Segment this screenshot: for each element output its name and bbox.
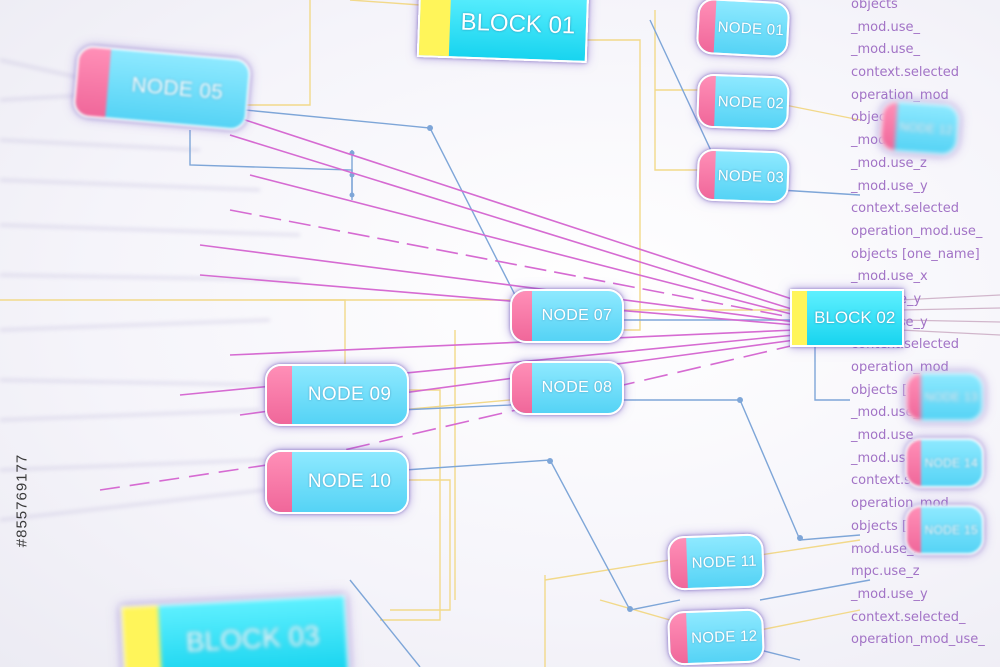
- node-14[interactable]: NODE 14: [905, 438, 984, 488]
- node-02[interactable]: NODE 02: [696, 73, 790, 131]
- block-01-label: BLOCK 01: [460, 8, 576, 40]
- code-line: objects: [851, 0, 898, 12]
- block-02[interactable]: BLOCK 02: [790, 289, 904, 347]
- node-03-label: NODE 03: [717, 166, 785, 186]
- node-03[interactable]: NODE 03: [696, 148, 790, 204]
- node-12[interactable]: NODE 12: [667, 608, 765, 666]
- code-line: operation_mod: [851, 87, 949, 103]
- code-line: _mod.use_y: [851, 586, 928, 602]
- block-01-tab: [418, 0, 452, 57]
- block-03-tab: [122, 606, 162, 667]
- node-15[interactable]: NODE 15: [905, 505, 984, 555]
- node-11-tab: [669, 538, 688, 589]
- block-01[interactable]: BLOCK 01: [416, 0, 590, 63]
- node-09[interactable]: NODE 09: [265, 364, 409, 426]
- code-line: _mod.use_x: [851, 269, 928, 285]
- node-15-label: NODE 15: [924, 523, 978, 537]
- code-line: mpc.use_z: [851, 564, 920, 580]
- node-13[interactable]: NODE 13: [905, 372, 984, 422]
- node-07[interactable]: NODE 07: [510, 289, 624, 343]
- node-09-label: NODE 09: [307, 384, 392, 405]
- node-10-label: NODE 10: [307, 471, 392, 492]
- node-10-tab: [267, 452, 293, 512]
- node-01-label: NODE 01: [717, 18, 785, 39]
- code-line: _mod.use_: [851, 42, 921, 58]
- code-line: operation_mod: [851, 360, 949, 375]
- node-05-label: NODE 05: [130, 73, 225, 105]
- node-13-label: NODE 13: [924, 390, 978, 404]
- block-03[interactable]: BLOCK 03: [120, 594, 350, 667]
- code-line: _mod.use_: [851, 450, 921, 466]
- code-line: operation_mod_use_: [851, 632, 985, 648]
- block-03-label: BLOCK 03: [185, 619, 321, 658]
- node-08[interactable]: NODE 08: [510, 361, 624, 415]
- code-line: _mod.use_: [851, 428, 921, 444]
- code-line: _mod.use_: [851, 19, 921, 35]
- node-10[interactable]: NODE 10: [265, 450, 409, 514]
- node-12b[interactable]: NODE 12: [878, 99, 961, 157]
- node-08-label: NODE 08: [541, 379, 613, 396]
- code-line: context.selected: [851, 201, 960, 217]
- node-03-tab: [698, 150, 716, 200]
- code-line: mod.use_x: [851, 541, 922, 557]
- node-11[interactable]: NODE 11: [667, 533, 765, 591]
- block-02-tab: [792, 291, 808, 345]
- node-12b-label: NODE 12: [899, 119, 954, 138]
- node-14-label: NODE 14: [924, 456, 978, 470]
- node-12-tab: [669, 613, 688, 664]
- block-02-label: BLOCK 02: [814, 308, 896, 327]
- code-line: _mod.use_z: [851, 155, 927, 171]
- node-02-tab: [698, 75, 716, 127]
- node-08-tab: [512, 363, 532, 413]
- node-11-label: NODE 11: [691, 552, 758, 572]
- code-line: _mod.use_y: [851, 178, 928, 194]
- node-07-tab: [512, 291, 532, 341]
- stock-id-text: #855769177: [13, 453, 31, 548]
- code-line: context.selected_: [851, 609, 966, 625]
- node-13-tab: [907, 374, 921, 420]
- node-07-label: NODE 07: [541, 307, 613, 324]
- node-05[interactable]: NODE 05: [72, 44, 252, 132]
- code-line: context.selected: [851, 65, 960, 81]
- stock-id-watermark: #855769177: [12, 432, 34, 572]
- node-14-tab: [907, 440, 921, 486]
- node-09-tab: [267, 366, 293, 424]
- node-12-label: NODE 12: [690, 627, 758, 647]
- code-line: objects [one_name]: [851, 246, 980, 262]
- code-line: operation_mod.use_: [851, 223, 983, 239]
- node-01[interactable]: NODE 01: [695, 0, 791, 59]
- node-02-label: NODE 02: [717, 92, 785, 112]
- node-15-tab: [907, 507, 921, 553]
